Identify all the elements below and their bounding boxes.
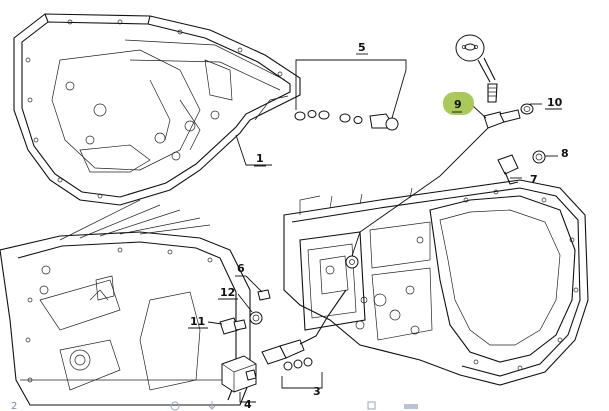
callout-7[interactable]: 7 xyxy=(530,173,538,186)
housing-upper-left xyxy=(13,13,301,206)
callout-3[interactable]: 3 xyxy=(313,385,321,398)
callout-4[interactable]: 4 xyxy=(244,398,252,411)
housing-right xyxy=(283,179,589,386)
plug-11 xyxy=(219,317,247,335)
sensor-assembly-9 xyxy=(455,34,534,129)
housing-lower-left xyxy=(0,199,251,406)
callout-12[interactable]: 12 xyxy=(220,286,235,299)
bolt-7 xyxy=(497,154,519,185)
plug-6 xyxy=(257,289,271,301)
callout-9-highlight xyxy=(443,92,474,115)
download-icon[interactable] xyxy=(208,401,216,410)
callout-9[interactable]: 9 xyxy=(454,98,462,111)
connector-3 xyxy=(261,289,347,371)
ring-8 xyxy=(532,150,546,164)
callout-6[interactable]: 6 xyxy=(237,262,245,275)
refresh-icon[interactable] xyxy=(170,401,180,411)
callout-8[interactable]: 8 xyxy=(561,147,569,160)
toolbar-page-number: 2 xyxy=(11,401,17,411)
leader-lines xyxy=(207,59,558,403)
washer-12 xyxy=(249,311,263,325)
callout-11[interactable]: 11 xyxy=(190,315,205,328)
callout-5[interactable]: 5 xyxy=(358,41,366,54)
callout-labels: 5 1 9 10 8 7 6 12 11 4 3 xyxy=(188,41,569,411)
callout-1[interactable]: 1 xyxy=(256,152,264,165)
fastener-row-5 xyxy=(294,110,399,131)
toolbar-bar-icon[interactable] xyxy=(404,404,418,409)
callout-10[interactable]: 10 xyxy=(547,96,563,109)
switch-4 xyxy=(221,355,257,393)
bottom-toolbar: 2 xyxy=(11,401,418,411)
toolbar-box-icon[interactable] xyxy=(367,401,376,410)
